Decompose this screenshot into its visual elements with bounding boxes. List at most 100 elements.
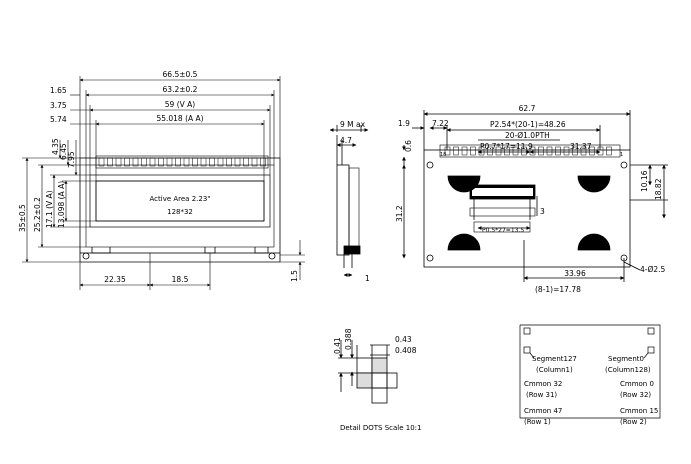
pin-18: 18 [440,152,446,158]
pin [461,146,468,156]
pin [243,157,249,167]
pin [251,157,258,167]
column-1: (Column1) [536,366,573,374]
detail-caption: Detail DOTS Scale 10:1 [340,424,421,432]
dim-31-37: 31.37 [570,142,592,151]
back-pad [447,175,481,193]
dim-4-7: 4.7 [340,136,352,145]
active-area-label: Active Area 2.23" [149,195,210,203]
dim-overall-width: 66.5±0.5 [163,70,198,79]
dim-17-78: (8-1)=17.78 [535,285,581,294]
pixel-map [519,324,661,419]
pin [175,157,181,167]
front-pins [98,157,266,167]
dim-3-75: 3.75 [50,101,67,110]
common-15: Cmmon 15 [620,407,658,415]
dim-10-16: 10.16 [640,170,649,192]
front-bottom-tab [254,247,269,254]
pin-1: 1 [620,152,623,158]
pin [226,157,232,167]
pin [260,157,266,167]
dim-33-96: 33.96 [564,269,586,278]
dim-31-2: 31.2 [395,205,404,222]
side-view [329,125,369,277]
common-47: Cmmon 47 [524,407,562,415]
pin [209,157,215,167]
active-area [95,180,265,222]
pin [132,157,139,167]
pin [453,146,459,156]
dim-side-1: 1 [365,274,370,283]
dim-mount-holes: 4-Ø2.5 [640,265,666,274]
pin [444,146,451,156]
pin [149,157,156,167]
dim-7-95: 7.95 [67,151,76,168]
back-pin-header [439,144,621,158]
dim-0-408: 0.408 [395,346,417,355]
dim-5-74: 5.74 [50,115,67,124]
front-dimension-lines [22,76,305,290]
dim-0-6: 0.6 [404,140,413,152]
front-inner-frame [85,164,275,248]
front-outline [79,157,281,254]
dim-59-va: 59 (V A) [165,100,195,109]
mount-hole [82,252,90,260]
dim-0-43: 0.43 [395,335,412,344]
front-view [79,155,281,263]
dim-9-max: 9 M ax [340,120,366,129]
column-128: (Column128) [605,366,651,374]
pin [538,146,544,156]
dim-1-5: 1.5 [290,270,299,282]
pin [217,157,224,167]
pin [124,157,130,167]
dim-55-aa: 55.018 (A A) [156,114,203,123]
pin [192,157,198,167]
dim-4-35: 4.35 [51,138,60,155]
detail-dots [338,340,398,404]
front-bottom-tab [91,247,111,254]
pin [234,157,241,167]
pin [200,157,207,167]
dim-18-82: 18.82 [654,178,663,200]
segment-0: Segment0 [608,355,644,363]
row-2: (Row 2) [620,418,647,426]
dim-0-388: 0.388 [344,328,353,350]
front-dimension-texts: 66.5±0.5 1.65 63.2±0.2 3.75 59 (V A) 5.7… [18,70,299,284]
back-pad [577,233,611,251]
row-31: (Row 31) [526,391,557,399]
dim-1-65: 1.65 [50,86,67,95]
pin [563,146,570,156]
dim-22-35: 22.35 [104,275,126,284]
dim-7-22: 7.22 [432,119,449,128]
dim-overall-height: 35±0.5 [18,204,27,232]
common-0: Cmmon 0 [620,380,654,388]
pin [98,157,105,167]
dim-17-1-va: 17.1 (V A) [45,190,54,228]
row-32: (Row 32) [620,391,651,399]
dim-25-2: 25.2±0.2 [33,197,42,232]
front-bottom-tab [204,247,216,254]
dim-13-098-aa: 13.098 (A A) [57,181,66,228]
dim-6-45: 6.45 [59,143,68,160]
dim-0-41: 0.41 [333,337,342,354]
segment-127: Segment127 [532,355,577,363]
pin [183,157,190,167]
dim-p05: P0.5*27=13.5 [482,227,524,234]
dim-62-7: 62.7 [519,104,536,113]
dim-3: 3 [540,207,545,216]
pin [158,157,164,167]
dim-pitch: P2.54*(20-1)=48.26 [490,120,566,129]
pin [141,157,147,167]
dim-63-2: 63.2±0.2 [163,85,198,94]
dim-1-9: 1.9 [398,119,410,128]
resolution-label: 128*32 [167,208,193,216]
pin [606,146,612,156]
row-1: (Row 1) [524,418,551,426]
mount-hole [268,252,276,260]
pin [555,146,561,156]
pixel-map-labels: Segment127 (Column1) Segment0 (Column128… [524,355,658,426]
dim-p07: P0.7*17=11.9 [480,142,533,151]
dim-18-5: 18.5 [172,275,189,284]
back-pad [577,175,611,193]
